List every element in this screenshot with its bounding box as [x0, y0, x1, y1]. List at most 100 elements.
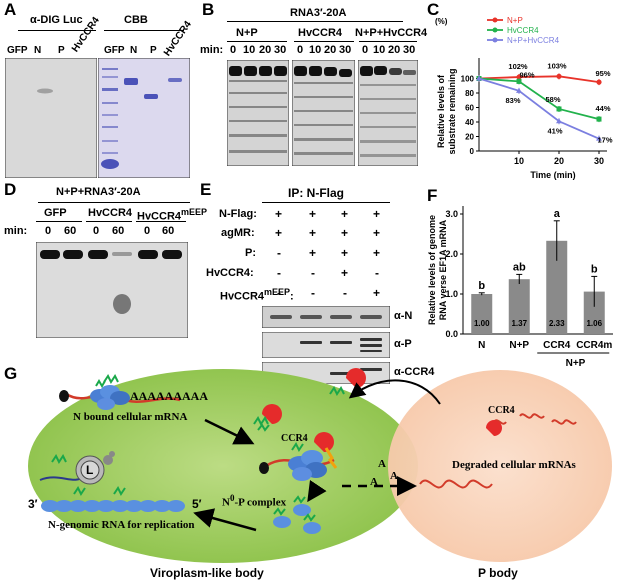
panel-d-group3-sup: mEEP	[181, 207, 208, 217]
data-point	[516, 74, 522, 80]
y-axis-title: Relative levels of genomeRNA verse EF1A …	[427, 215, 448, 325]
bar-value-label: 2.33	[549, 319, 565, 328]
viroplasm-label: Viroplasm-like body	[150, 566, 264, 580]
y-axis-title-line: substrate remaining	[447, 68, 457, 154]
panel-e-cell: +	[341, 207, 349, 221]
significance-letter: b	[478, 280, 485, 292]
x-tick-label: CCR4	[543, 340, 571, 351]
n-bound-mrna-complex	[59, 374, 181, 410]
bar	[583, 291, 605, 334]
panel-e-blot-n-label: α-N	[394, 310, 413, 322]
data-point	[556, 73, 562, 79]
panel-f-label: F	[427, 186, 438, 205]
n-bound-cellular-mrna-label: N bound cellular mRNA	[73, 411, 188, 423]
l-polymerase-label: L	[86, 463, 94, 477]
panel-e-cell: +	[373, 207, 381, 221]
panel-e-row-label: HvCCR4:	[206, 267, 254, 279]
panel-e-cell: +	[341, 226, 349, 240]
panel-g-label: G	[4, 364, 18, 383]
y-tick-label: 0.0	[445, 329, 458, 339]
y-tick-label: 40	[465, 118, 474, 127]
y-tick-label: 60	[465, 104, 474, 113]
panel-d-time: 60	[112, 225, 125, 237]
panel-d-min-label: min:	[4, 225, 28, 237]
panel-b-time: 0	[230, 44, 237, 56]
panel-b-time: 10	[243, 44, 256, 56]
panel-b-time: 30	[274, 44, 287, 56]
legend-marker	[492, 37, 498, 43]
panel-e-cell: +	[373, 226, 381, 240]
p-body-label: P body	[478, 566, 518, 580]
y-tick-label: 20	[465, 133, 474, 142]
y-tick-label: 80	[465, 89, 474, 98]
data-point	[596, 116, 602, 122]
panel-e-row5-suffix: :	[290, 290, 294, 303]
panel-d-time: 60	[64, 225, 77, 237]
panel-b-time: 10	[373, 44, 386, 56]
y-tick-label: 0	[470, 147, 475, 156]
y-tick-label: 1.0	[445, 289, 458, 299]
n0-p-complex-label: N0-P complex	[222, 493, 286, 509]
panel-b-label: B	[202, 0, 215, 19]
legend-label: N+P+HvCCR4	[507, 36, 560, 45]
panel-e-cell: +	[275, 207, 283, 221]
panel-d-group-hvccr4-meep: HvCCR4mEEP	[137, 207, 207, 223]
y-tick-label: 3.0	[445, 209, 458, 219]
panel-e-cell: +	[309, 226, 317, 240]
panel-a-dig-title: α-DIG Luc	[30, 14, 83, 26]
bar-value-label: 1.37	[511, 319, 527, 328]
panel-d-label: D	[4, 180, 17, 199]
panel-e-row5-sup: mEEP	[264, 287, 291, 297]
panel-e-blot-n	[262, 306, 390, 328]
p-body	[388, 370, 612, 562]
panel-b-group-np: N+P	[236, 27, 258, 39]
degraded-mrnas-label: Degraded cellular mRNAs	[452, 459, 576, 471]
panel-e-cell: -	[311, 266, 315, 280]
data-point	[516, 87, 522, 93]
polya-tail: AAAAAAAAA	[130, 389, 208, 403]
panel-e-row-label: HvCCR4mEEP:	[220, 287, 294, 303]
ccr4-enzyme-top	[253, 368, 366, 432]
panel-e-cell: +	[309, 246, 317, 260]
y-axis-title-line: RNA verse EF1A mRNA	[438, 219, 448, 320]
legend-label: N+P	[507, 16, 523, 25]
y-tick-label: 2.0	[445, 249, 458, 259]
data-point	[596, 135, 602, 141]
panel-g-diagram	[28, 368, 612, 563]
panel-e-cell: +	[275, 226, 283, 240]
legend-label: HvCCR4	[507, 26, 539, 35]
data-label: 103%	[547, 61, 567, 70]
arrow-pbody-to-ccr4	[348, 379, 441, 405]
panel-e-blot-p	[262, 332, 390, 358]
y-axis-title-line: Relative levels of genome	[427, 215, 437, 325]
panel-d-title: N+P+RNA3′-20A	[56, 186, 141, 198]
arrow-mrna-to-ccr4	[204, 418, 255, 445]
x-axis-title: Time (min)	[530, 170, 575, 180]
panel-e-cell: -	[277, 246, 281, 260]
data-label: 83%	[505, 96, 520, 105]
data-label: 41%	[547, 126, 562, 135]
data-label: 44%	[595, 104, 610, 113]
legend-marker	[492, 27, 498, 33]
panel-a-lane-p: P	[58, 45, 65, 56]
x-tick-label: 30	[594, 156, 604, 166]
panel-d-time: 60	[162, 225, 175, 237]
panel-a-cbb-gel	[98, 58, 190, 178]
panel-b-time: 20	[388, 44, 401, 56]
x-tick-label: N+P	[509, 340, 529, 351]
data-point	[596, 79, 602, 85]
panel-e-cell: +	[373, 286, 381, 300]
data-point	[556, 106, 562, 112]
bar	[471, 294, 493, 334]
panel-e-row-label: agMR:	[221, 227, 255, 239]
data-label: 96%	[519, 70, 534, 79]
panel-b-time: 0	[297, 44, 304, 56]
panel-e-cell: +	[309, 207, 317, 221]
panel-d-time: 0	[93, 225, 100, 237]
significance-letter: b	[591, 263, 598, 275]
n0-label-sup: 0	[229, 493, 235, 503]
panel-e-label: E	[200, 180, 212, 199]
panel-e-cell: -	[277, 286, 281, 300]
panel-d-group3-name: HvCCR4	[137, 210, 182, 223]
panel-d-group-hvccr4: HvCCR4	[88, 207, 133, 219]
